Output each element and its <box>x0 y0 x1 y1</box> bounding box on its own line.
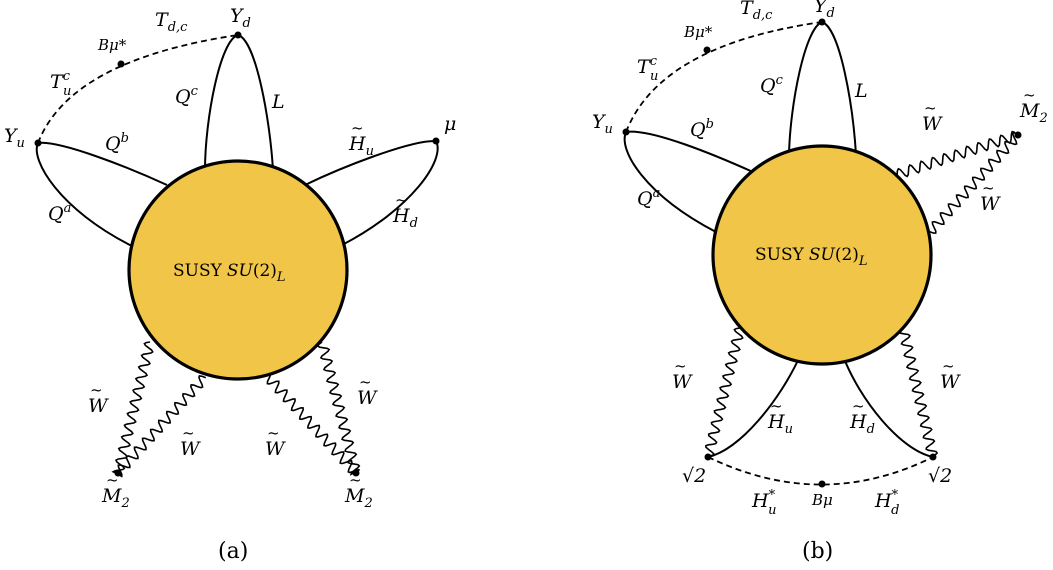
vertex-m2-right <box>352 469 360 477</box>
susy-blob <box>127 159 349 381</box>
label-sqrt2-right-b: √2 <box>928 465 952 487</box>
label-bmu-b: Bμ <box>811 491 833 509</box>
label-sqrt2-left-b: √2 <box>682 465 706 487</box>
label-w-top-b: W <box>922 113 943 135</box>
label-tdc-b: Td,c <box>740 0 773 23</box>
label-hd-tilde: ~ <box>395 191 408 209</box>
wavy-loop-right <box>266 341 361 476</box>
vertex-yu-b <box>622 128 630 136</box>
label-hu-tilde-b: ~ <box>770 397 783 415</box>
label-l-b: L <box>854 80 868 102</box>
label-qc-b: Qc <box>760 73 784 97</box>
label-m2-tilde-b: ~ <box>1023 86 1036 104</box>
wavy-loop-top-right-b <box>879 130 1020 234</box>
loop-qc-l-b <box>788 20 857 156</box>
label-w-right-b: W <box>980 193 1001 215</box>
label-w-right-tilde-b: ~ <box>982 179 995 197</box>
label-m2-right-tilde: ~ <box>349 471 362 489</box>
label-yd: Yd <box>230 5 251 31</box>
label-hd: Hd <box>392 205 418 231</box>
label-qb-b: Qb <box>690 117 714 141</box>
vertex-bmu-star-b <box>703 46 711 54</box>
label-m2-left: M2 <box>101 485 130 511</box>
label-m2-b: M2 <box>1019 100 1048 126</box>
label-hu-tilde: ~ <box>351 119 364 137</box>
label-bmu-star-b: Bμ* <box>683 23 713 41</box>
label-w-rightlow-b: W <box>940 371 961 393</box>
vertex-bmu-star <box>117 60 125 68</box>
label-w3-tilde: ~ <box>267 424 280 442</box>
label-hd-tilde-b: ~ <box>852 397 865 415</box>
caption-a: (a) <box>218 539 248 564</box>
label-w3: W <box>265 438 286 460</box>
label-hu-b: Hu <box>767 411 793 437</box>
label-w4-tilde: ~ <box>359 373 372 391</box>
label-hd-b: Hd <box>849 411 875 437</box>
label-hd-star-b: H*d <box>874 488 899 518</box>
label-qa-b: Qa <box>637 186 660 210</box>
label-tdc: Td,c <box>155 9 188 35</box>
label-hu-star-b: H*u <box>751 488 776 518</box>
line-hu-b <box>707 355 801 458</box>
label-m2-right: M2 <box>344 485 373 511</box>
label-w-left-b: W <box>672 371 693 393</box>
vertex-mu <box>432 137 440 145</box>
vertex-sqrt2-right-b <box>929 453 937 461</box>
label-l: L <box>271 91 285 113</box>
dashed-propagator-top-b <box>625 21 823 133</box>
label-bmu-star: Bμ* <box>97 36 127 54</box>
vertex-m2-left <box>114 469 122 477</box>
label-w2: W <box>180 438 201 460</box>
label-qa: Qa <box>48 201 71 225</box>
vertex-yd <box>234 31 242 39</box>
dashed-propagator-top <box>37 34 239 144</box>
label-w-top-tilde-b: ~ <box>924 99 937 117</box>
vertex-m2-b <box>1014 131 1022 139</box>
label-w1: W <box>88 395 109 417</box>
label-m2-left-tilde: ~ <box>106 471 119 489</box>
vertex-yu <box>34 139 42 147</box>
vertex-sqrt2-left-b <box>704 453 712 461</box>
label-w2-tilde: ~ <box>182 424 195 442</box>
label-qc: Qc <box>175 84 199 108</box>
wavy-line-left-b <box>705 327 744 458</box>
label-w1-tilde: ~ <box>90 381 103 399</box>
label-mu: μ <box>444 113 456 135</box>
label-yu-b: Yu <box>592 111 613 137</box>
label-hu: Hu <box>348 133 374 159</box>
label-w4: W <box>357 387 378 409</box>
label-yd-b: Yd <box>814 0 835 21</box>
dashed-propagator-bottom-b <box>707 456 934 486</box>
loop-qc-l <box>204 33 274 171</box>
label-w-rightlow-tilde-b: ~ <box>942 357 955 375</box>
label-yu: Yu <box>4 125 25 151</box>
label-w-left-tilde-b: ~ <box>674 357 687 375</box>
wavy-line-right-b <box>897 327 939 458</box>
line-hd-b <box>842 355 934 458</box>
vertex-yd-b <box>818 18 826 26</box>
susy-blob-b <box>711 144 933 366</box>
caption-b: (b) <box>802 539 833 564</box>
vertex-bmu-b <box>818 480 826 488</box>
label-qb: Qb <box>105 131 129 155</box>
